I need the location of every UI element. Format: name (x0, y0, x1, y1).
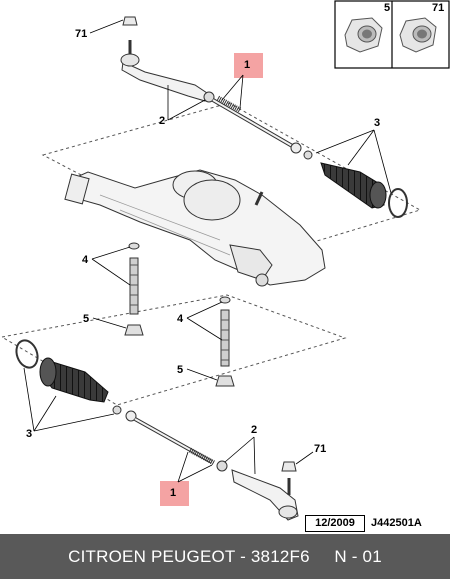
inset-label-left: 5 (384, 2, 390, 14)
callout-1-lower-highlight (160, 481, 189, 506)
callout-5-right: 5 (177, 364, 183, 376)
right-stud-bolt (215, 296, 235, 387)
nut-nylock-icon (399, 17, 437, 53)
upper-boot-assembly (303, 150, 408, 218)
callout-3-lower: 3 (26, 428, 32, 440)
callout-71-lower: 71 (314, 443, 326, 455)
callout-1-top: 1 (244, 59, 250, 71)
left-stud-bolt (124, 242, 144, 336)
upper-tie-rod-end: 71 (75, 16, 211, 102)
steering-rack-housing (64, 169, 326, 287)
callout-4-left: 4 (82, 254, 89, 266)
callout-1-lower: 1 (170, 487, 176, 499)
lower-boot-assembly (15, 339, 122, 415)
callout-2-top: 2 (159, 115, 165, 127)
steering-rack-exploded-diagram: 5 71 71 1 2 (0, 0, 450, 521)
callout-2-lower: 2 (251, 424, 257, 436)
rack-dashed-frame (41, 102, 422, 263)
nut-inset-box: 5 71 (334, 0, 450, 69)
callout-71-top: 71 (75, 28, 87, 40)
inset-label-right: 71 (432, 2, 444, 14)
footer-bar: CITROEN PEUGEOT - 3812F6 N - 01 (0, 534, 450, 579)
lower-tie-rod (125, 410, 228, 472)
footer-text: CITROEN PEUGEOT - 3812F6 N - 01 (68, 546, 382, 566)
callout-1-top-highlight (234, 53, 263, 78)
date-stamp: 12/2009 (305, 515, 365, 532)
lower-tie-rod-end (231, 461, 299, 521)
reference-code: J442501A (371, 517, 422, 529)
callout-3-top: 3 (374, 117, 380, 129)
callout-4-right: 4 (177, 313, 184, 325)
nut-flanged-icon (344, 17, 383, 53)
callout-5-left: 5 (83, 313, 89, 325)
upper-tie-rod (203, 91, 302, 154)
